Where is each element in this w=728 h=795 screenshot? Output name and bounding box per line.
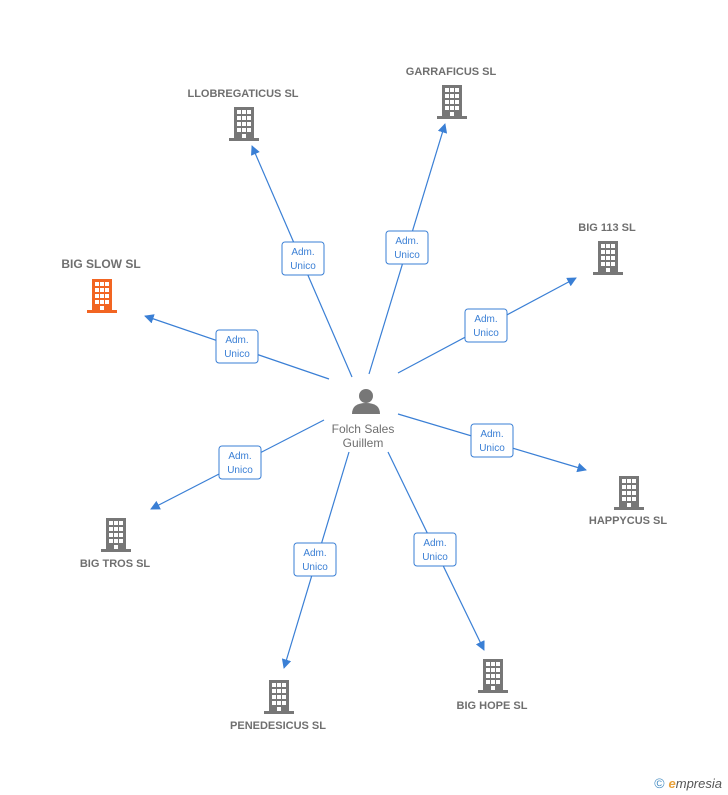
edge-role-line1: Adm. [291, 247, 314, 258]
company-name: BIG HOPE SL [457, 700, 528, 712]
edge-role-line1: Adm. [423, 538, 446, 549]
edge-label-penedesicus[interactable]: Adm. Unico [293, 542, 337, 577]
edge-role-line2: Unico [479, 443, 505, 454]
edge-role-line1: Adm. [228, 451, 251, 462]
building-icon [437, 85, 467, 119]
building-icon [593, 241, 623, 275]
company-name: BIG 113 SL [578, 222, 636, 234]
company-node-big113[interactable]: BIG 113 SL [578, 222, 636, 275]
company-node-bigtros[interactable]: BIG TROS SL [80, 518, 151, 570]
person-name-line2: Guillem [343, 436, 384, 450]
edge-role-line2: Unico [302, 562, 328, 573]
building-icon [87, 279, 117, 313]
building-icon [264, 680, 294, 714]
footer-brand: ©empresia [654, 775, 722, 791]
building-icon [614, 476, 644, 510]
company-node-llobregaticus[interactable]: LLOBREGATICUS SL [187, 88, 299, 141]
edge-role-line2: Unico [227, 465, 253, 476]
edge-role-line2: Unico [224, 349, 250, 360]
building-icon [101, 518, 131, 552]
company-node-happycus[interactable]: HAPPYCUS SL [589, 476, 668, 527]
edge-label-bigtros[interactable]: Adm. Unico [218, 445, 262, 480]
building-icon [229, 107, 259, 141]
edge-role-line1: Adm. [474, 314, 497, 325]
company-node-penedesicus[interactable]: PENEDESICUS SL [230, 680, 326, 732]
company-node-bighope[interactable]: BIG HOPE SL [457, 659, 528, 712]
building-icon [478, 659, 508, 693]
company-name: BIG TROS SL [80, 558, 151, 570]
company-node-bigslow[interactable]: BIG SLOW SL [61, 257, 141, 313]
person-node[interactable]: Folch Sales Guillem [332, 389, 395, 450]
edge-label-happycus[interactable]: Adm. Unico [470, 423, 514, 458]
company-name: LLOBREGATICUS SL [187, 88, 298, 100]
edge-label-big113[interactable]: Adm. Unico [464, 308, 508, 343]
edge-label-bighope[interactable]: Adm. Unico [413, 532, 457, 567]
edge-role-line1: Adm. [303, 548, 326, 559]
edge-role-line2: Unico [290, 261, 316, 272]
company-name: PENEDESICUS SL [230, 720, 326, 732]
copyright-icon: © [654, 775, 665, 791]
edge-role-line1: Adm. [480, 429, 503, 440]
edge-label-llobregaticus[interactable]: Adm. Unico [281, 241, 325, 276]
edge-label-bigslow[interactable]: Adm. Unico [215, 329, 259, 364]
edge-role-line2: Unico [473, 328, 499, 339]
company-name: HAPPYCUS SL [589, 515, 668, 527]
edge-label-garraficus[interactable]: Adm. Unico [385, 230, 429, 265]
person-icon [352, 389, 380, 414]
person-name-line1: Folch Sales [332, 422, 395, 436]
company-name: GARRAFICUS SL [406, 66, 497, 78]
company-name: BIG SLOW SL [61, 257, 140, 271]
company-node-garraficus[interactable]: GARRAFICUS SL [406, 66, 497, 119]
brand-logo: empresia [668, 776, 722, 791]
edge-role-line1: Adm. [225, 335, 248, 346]
edge-role-line2: Unico [394, 250, 420, 261]
edge-role-line2: Unico [422, 552, 448, 563]
edge-role-line1: Adm. [395, 236, 418, 247]
